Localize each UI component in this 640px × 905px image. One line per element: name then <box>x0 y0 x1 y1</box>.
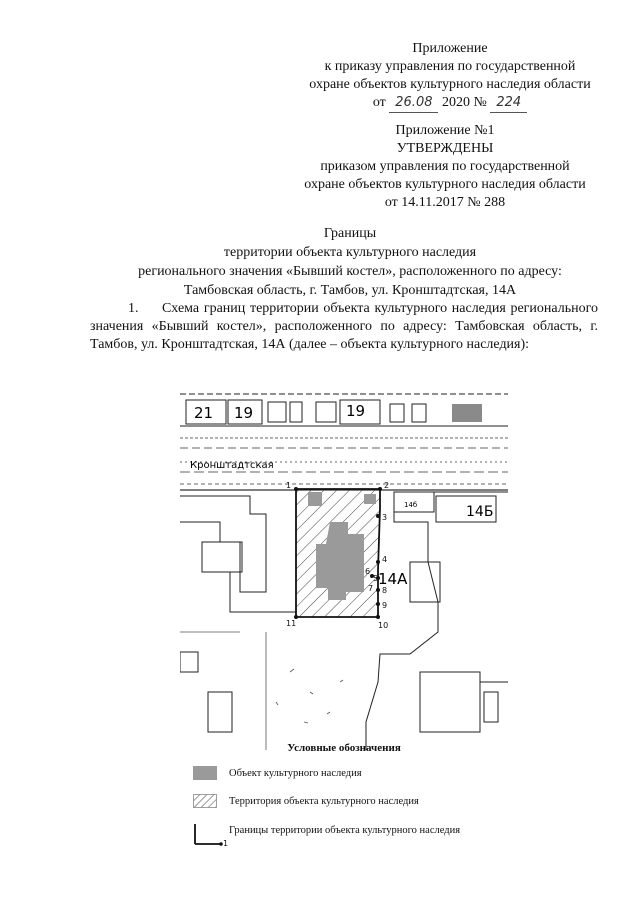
legend-title: Условные обозначения <box>287 742 401 754</box>
boundary-point <box>370 574 374 578</box>
boundary-points <box>294 487 382 619</box>
boundary-point <box>376 560 380 564</box>
appendix-date-line: от 26.08 2020 № 224 <box>300 94 600 113</box>
block-label-19b: 19 <box>346 402 365 420</box>
boundary-point <box>376 615 380 619</box>
appendix-line: к приказу управления по государственной <box>324 59 576 74</box>
appendix-title: Приложение <box>412 41 488 56</box>
lower-area-marks <box>180 631 344 750</box>
approved-caption: УТВЕРЖДЕНЫ <box>396 141 494 156</box>
top-buildings <box>180 393 508 427</box>
paragraph-1: 1. Схема границ территории объекта культ… <box>90 301 598 352</box>
document-title: Границы территории объекта культурного н… <box>90 224 610 300</box>
handwritten-date: 26.08 <box>389 94 439 113</box>
appendix-header: Приложение к приказу управления по госуд… <box>300 40 600 113</box>
approved-line: приказом управления по государственной <box>320 159 570 174</box>
approved-header: Приложение №1 УТВЕРЖДЕНЫ приказом управл… <box>290 122 600 212</box>
title-line: Тамбовская область, г. Тамбов, ул. Кронш… <box>183 283 517 298</box>
boundary-line-swatch-icon <box>194 824 223 846</box>
handwritten-number: 224 <box>490 94 528 113</box>
approved-date: от 14.11.2017 № 288 <box>384 195 506 210</box>
block-label-19a: 19 <box>234 404 253 422</box>
boundary-point <box>294 615 298 619</box>
point-label: 10 <box>378 621 388 630</box>
point-label: 7 <box>368 584 373 593</box>
gray-small-building <box>364 494 376 504</box>
title-line: Границы <box>323 226 377 241</box>
point-label: 2 <box>384 481 389 490</box>
date-year: 2020 № <box>441 95 487 110</box>
gray-building <box>452 404 482 422</box>
boundary-point <box>378 487 382 491</box>
left-buildings <box>180 495 296 733</box>
point-label: 6 <box>365 567 370 576</box>
legend-label: Территория объекта культурного наследия <box>229 796 419 807</box>
legend-label: Границы территории объекта культурного н… <box>229 825 461 836</box>
block-label-21: 21 <box>194 404 213 422</box>
boundary-point <box>376 514 380 518</box>
point-label: 1 <box>286 481 291 490</box>
boundary-point <box>376 576 380 580</box>
boundary-point <box>294 487 298 491</box>
hatched-swatch-icon <box>193 794 217 808</box>
approved-line: охране объектов культурного наследия обл… <box>304 177 586 192</box>
point-label: 5 <box>373 574 378 583</box>
block-label-14B: 14Б <box>466 504 493 520</box>
boundary-point <box>376 602 380 606</box>
point-label: 3 <box>382 513 387 522</box>
point-label: 4 <box>382 555 387 564</box>
boundary-point <box>376 588 380 592</box>
boundary-scheme-map: 21 19 19 Кронштадтская <box>180 393 508 750</box>
title-line: регионального значения «Бывший костел», … <box>138 264 562 279</box>
title-line: территории объекта культурного наследия <box>223 245 477 260</box>
date-prefix: от <box>372 95 386 110</box>
street-label: Кронштадтская <box>190 460 274 471</box>
gray-small-building <box>308 492 322 506</box>
legend-label: Объект культурного наследия <box>229 768 362 779</box>
appendix-line: охране объектов культурного наследия обл… <box>309 77 591 92</box>
point-label: 11 <box>286 619 296 628</box>
gray-fill-swatch-icon <box>193 766 217 780</box>
point-label: 9 <box>382 601 387 610</box>
point-label: 8 <box>382 586 387 595</box>
approved-appendix-number: Приложение №1 <box>395 123 495 138</box>
legend-point-number: 1 <box>223 839 229 848</box>
block-label-14b-small: 14б <box>404 501 417 509</box>
heritage-object-building <box>316 522 364 600</box>
right-buildings <box>365 491 508 750</box>
block-label-14A: 14А <box>378 570 408 588</box>
